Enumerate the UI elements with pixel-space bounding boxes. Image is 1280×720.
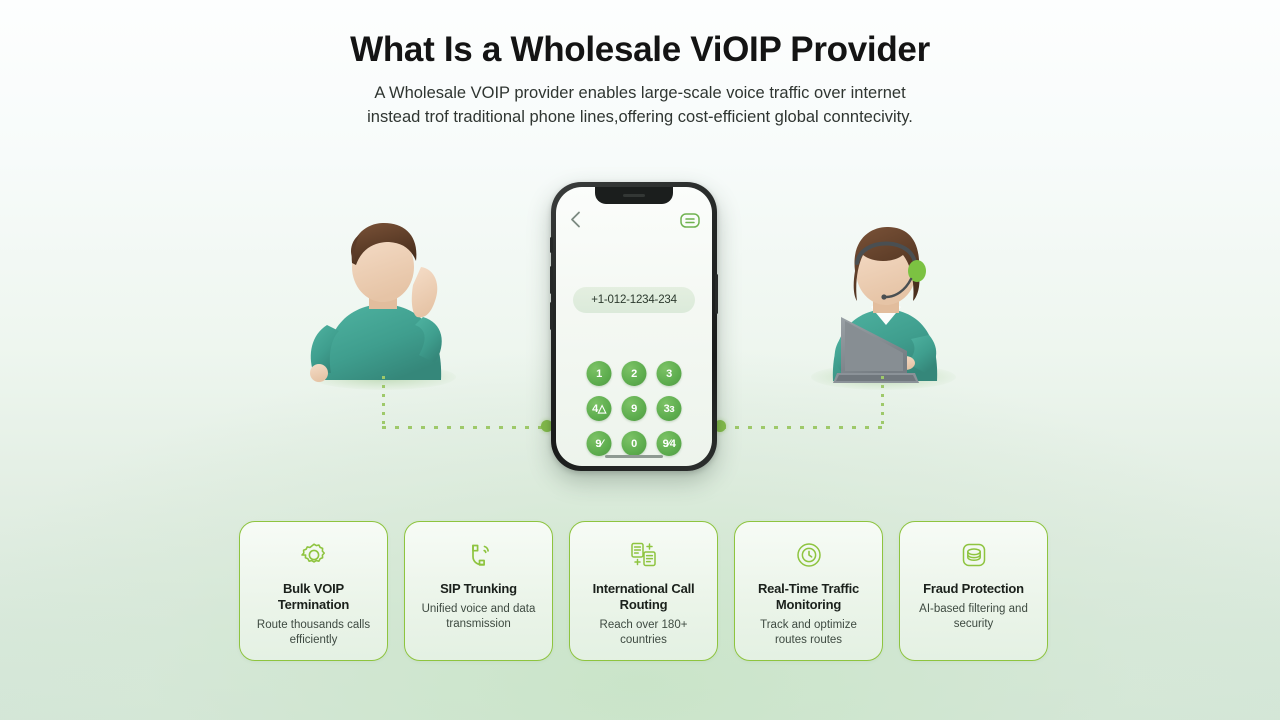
keypad-key[interactable]: 0 (621, 431, 647, 456)
phone-screen: +1-012-1234-234 1 2 3 4△ 9 3з 9⁄ 0 9⁄4 (556, 187, 712, 466)
keypad-key[interactable]: 1 (586, 361, 612, 386)
keypad-key[interactable]: 2 (621, 361, 647, 386)
dialer-keypad[interactable]: 1 2 3 4△ 9 3з 9⁄ 0 9⁄4 (586, 361, 682, 456)
phone-power-button (715, 274, 718, 314)
connector-node-right (714, 420, 726, 432)
phone-signal-icon (465, 538, 493, 572)
gear-icon (300, 538, 328, 572)
database-shield-icon (960, 538, 988, 572)
feature-card-bulk-voip-termination[interactable]: Bulk VOIP Termination Route thousands ca… (239, 521, 388, 661)
phone-volume-down-button (550, 302, 553, 330)
agent-with-laptop-figure (832, 227, 938, 383)
documents-plus-icon (629, 538, 659, 572)
phone-speaker (623, 194, 645, 197)
phone-volume-up-button (550, 266, 553, 294)
connector-node-left (541, 420, 553, 432)
feature-card-title: Real-Time Traffic Monitoring (757, 581, 860, 612)
subtitle-line-1: A Wholesale VOIP provider enables large-… (374, 84, 906, 103)
phone-mute-switch (550, 237, 553, 253)
feature-card-title: SIP Trunking (440, 581, 517, 596)
keypad-key[interactable]: 9⁄4 (656, 431, 682, 456)
connector-right-horizontal (722, 426, 884, 429)
feature-cards: Bulk VOIP Termination Route thousands ca… (239, 521, 1048, 661)
connector-right-vertical (881, 376, 884, 428)
connector-left-vertical (382, 376, 385, 428)
feature-card-title: Bulk VOIP Termination (277, 581, 350, 612)
keypad-key[interactable]: 4△ (586, 396, 612, 421)
chevron-left-icon[interactable] (570, 211, 581, 233)
message-icon[interactable] (680, 213, 700, 233)
keypad-key[interactable]: 9 (621, 396, 647, 421)
page-title: What Is a Wholesale ViOIP Provider (350, 30, 930, 69)
dialed-number-display: +1-012-1234-234 (573, 287, 695, 313)
feature-card-desc: AI-based filtering and security (919, 602, 1028, 630)
subtitle-line-2: instead trof traditional phone lines,off… (367, 108, 913, 127)
feature-card-desc: Track and optimize routes routes (760, 618, 857, 646)
person-on-phone-figure (310, 223, 442, 382)
keypad-key[interactable]: 3з (656, 396, 682, 421)
feature-card-title: Fraud Protection (923, 581, 1024, 596)
feature-card-real-time-traffic-monitoring[interactable]: Real-Time Traffic Monitoring Track and o… (734, 521, 883, 661)
feature-card-fraud-protection[interactable]: Fraud Protection AI-based filtering and … (899, 521, 1048, 661)
page-subtitle: A Wholesale VOIP provider enables large-… (0, 82, 1280, 130)
feature-card-desc: Reach over 180+ countries (599, 618, 688, 646)
clock-target-icon (795, 538, 823, 572)
phone-mockup: +1-012-1234-234 1 2 3 4△ 9 3з 9⁄ 0 9⁄4 (550, 182, 718, 471)
keypad-key[interactable]: 3 (656, 361, 682, 386)
feature-card-sip-trunking[interactable]: SIP Trunking Unified voice and data tran… (404, 521, 553, 661)
keypad-key[interactable]: 9⁄ (586, 431, 612, 456)
phone-home-indicator (605, 455, 663, 458)
illustration-agent-with-laptop (783, 205, 983, 390)
connector-left-horizontal (382, 426, 544, 429)
header: What Is a Wholesale ViOIP Provider A Who… (0, 30, 1280, 130)
feature-card-international-call-routing[interactable]: International Call Routing Reach over 18… (569, 521, 718, 661)
illustration-person-on-phone (283, 205, 483, 390)
phone-notch (595, 187, 673, 204)
feature-card-desc: Route thousands calls efficiently (256, 618, 371, 646)
dialer-topbar (556, 211, 712, 231)
feature-card-desc: Unified voice and data transmission (421, 602, 536, 630)
feature-card-title: International Call Routing (592, 581, 695, 612)
